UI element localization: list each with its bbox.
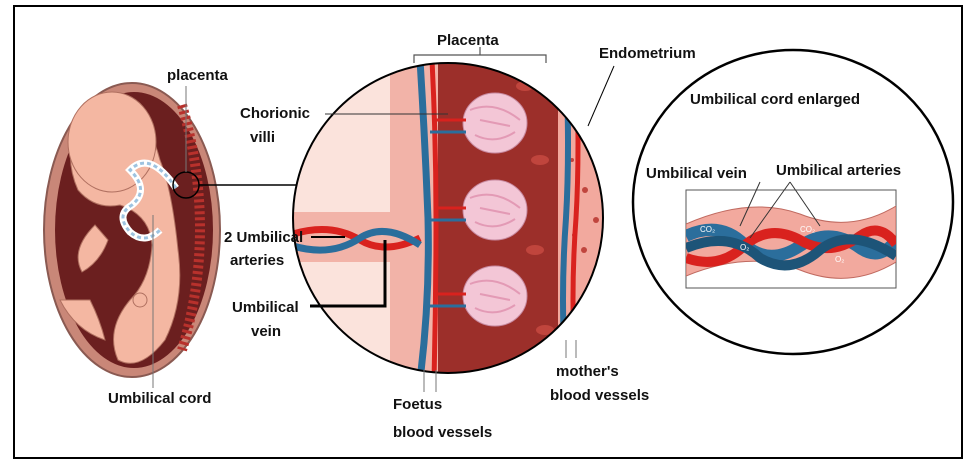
label-villi: villi [250,129,275,146]
label-foetus: Foetus [393,396,442,413]
label-foetus-blood-vessels: blood vessels [393,424,492,441]
label-umbilical-cord: Umbilical cord [108,390,211,407]
enlarged-cord: CO₂ O₂ CO₂ O₂ [686,190,896,288]
gas-label-o2: O₂ [835,255,844,264]
gas-label-o2: O₂ [740,243,749,252]
label-mothers: mother's [556,363,619,380]
label-umbilical-vein: Umbilical [232,299,299,316]
label-umbilical-arteries: 2 Umbilical [224,229,303,246]
label-chorionic: Chorionic [240,105,310,122]
uterus-with-foetus [44,83,220,377]
label-enlarged-vein: Umbilical vein [646,165,747,182]
label-enlarged-arteries: Umbilical arteries [776,162,901,179]
label-mothers-blood-vessels: blood vessels [550,387,649,404]
label-endometrium: Endometrium [599,45,696,62]
label-cord-enlarged: Umbilical cord enlarged [690,91,860,108]
label-arteries: arteries [230,252,284,269]
gas-label-co2: CO₂ [800,225,815,234]
label-placenta-header: Placenta [437,32,499,49]
label-vein: vein [251,323,281,340]
label-placenta: placenta [167,67,229,84]
gas-label-co2: CO₂ [700,225,715,234]
